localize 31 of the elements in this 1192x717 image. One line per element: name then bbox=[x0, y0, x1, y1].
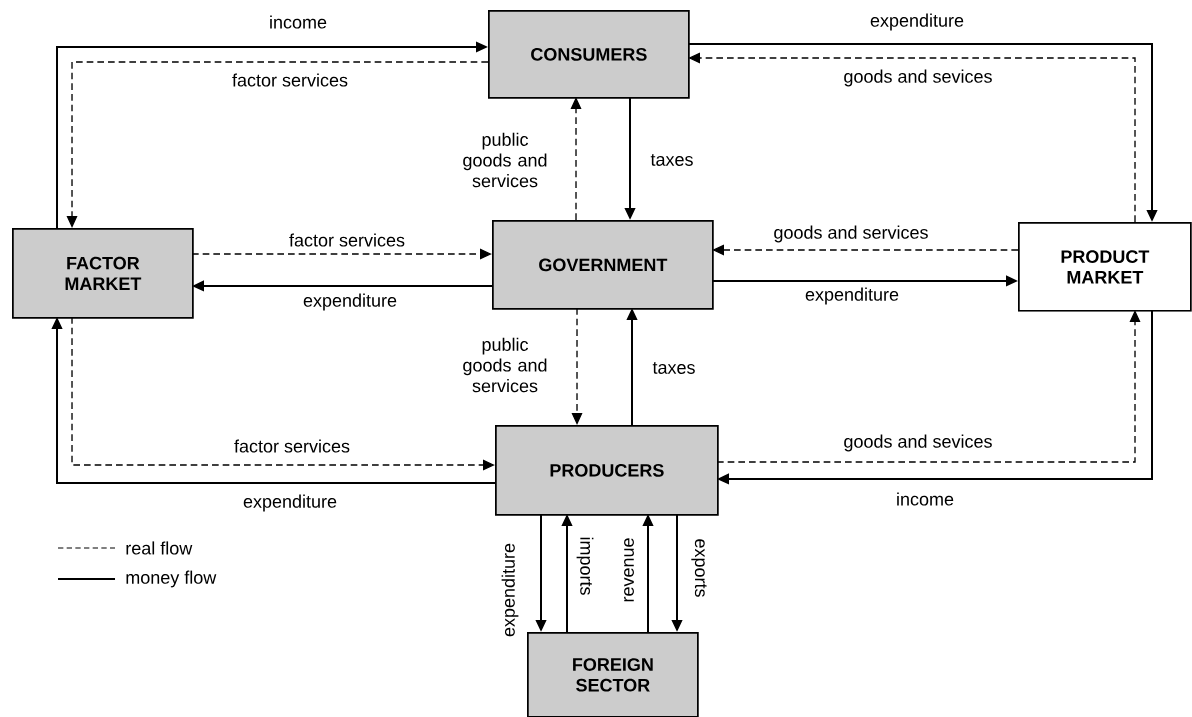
edge-label: expenditure bbox=[501, 543, 519, 637]
edge-label: factor services bbox=[289, 233, 405, 247]
edge-label: expenditure bbox=[243, 494, 337, 512]
edge-label: taxes bbox=[652, 362, 695, 374]
edge-label: income bbox=[270, 15, 327, 29]
sector-box: FACTOR MARKET bbox=[12, 228, 194, 319]
edge-label: exports bbox=[691, 539, 707, 597]
flow-arrow bbox=[570, 97, 582, 221]
flow-arrow bbox=[191, 248, 492, 260]
sector-box: FOREIGN SECTOR bbox=[527, 632, 699, 717]
flow-arrow bbox=[716, 310, 1141, 463]
edge-label: expenditure bbox=[870, 13, 964, 31]
edge-label: expenditure bbox=[805, 287, 899, 305]
edge-label: imports bbox=[576, 537, 594, 595]
sector-box: CONSUMERS bbox=[488, 10, 690, 99]
edge-label: income bbox=[897, 492, 954, 506]
sector-box: GOVERNMENT bbox=[492, 220, 714, 310]
sector-box: PRODUCT MARKET bbox=[1018, 222, 1192, 312]
edge-label: goods and sevices bbox=[844, 69, 992, 87]
sector-box: PRODUCERS bbox=[495, 425, 719, 516]
edge-label: taxes bbox=[650, 154, 693, 166]
edge-label: goods and sevices bbox=[844, 434, 992, 452]
edge-label: factor services bbox=[232, 73, 348, 87]
edge-label: factor services bbox=[234, 439, 350, 453]
edge-label: public goods and services bbox=[463, 337, 547, 393]
edge-label: expenditure bbox=[303, 293, 397, 311]
legend-label: real flow bbox=[126, 541, 193, 555]
edge-label: goods and services bbox=[774, 225, 928, 243]
legend-label: money flow bbox=[126, 570, 217, 588]
edge-label: revenue bbox=[624, 538, 634, 602]
edge-label: public goods and services bbox=[463, 132, 547, 188]
